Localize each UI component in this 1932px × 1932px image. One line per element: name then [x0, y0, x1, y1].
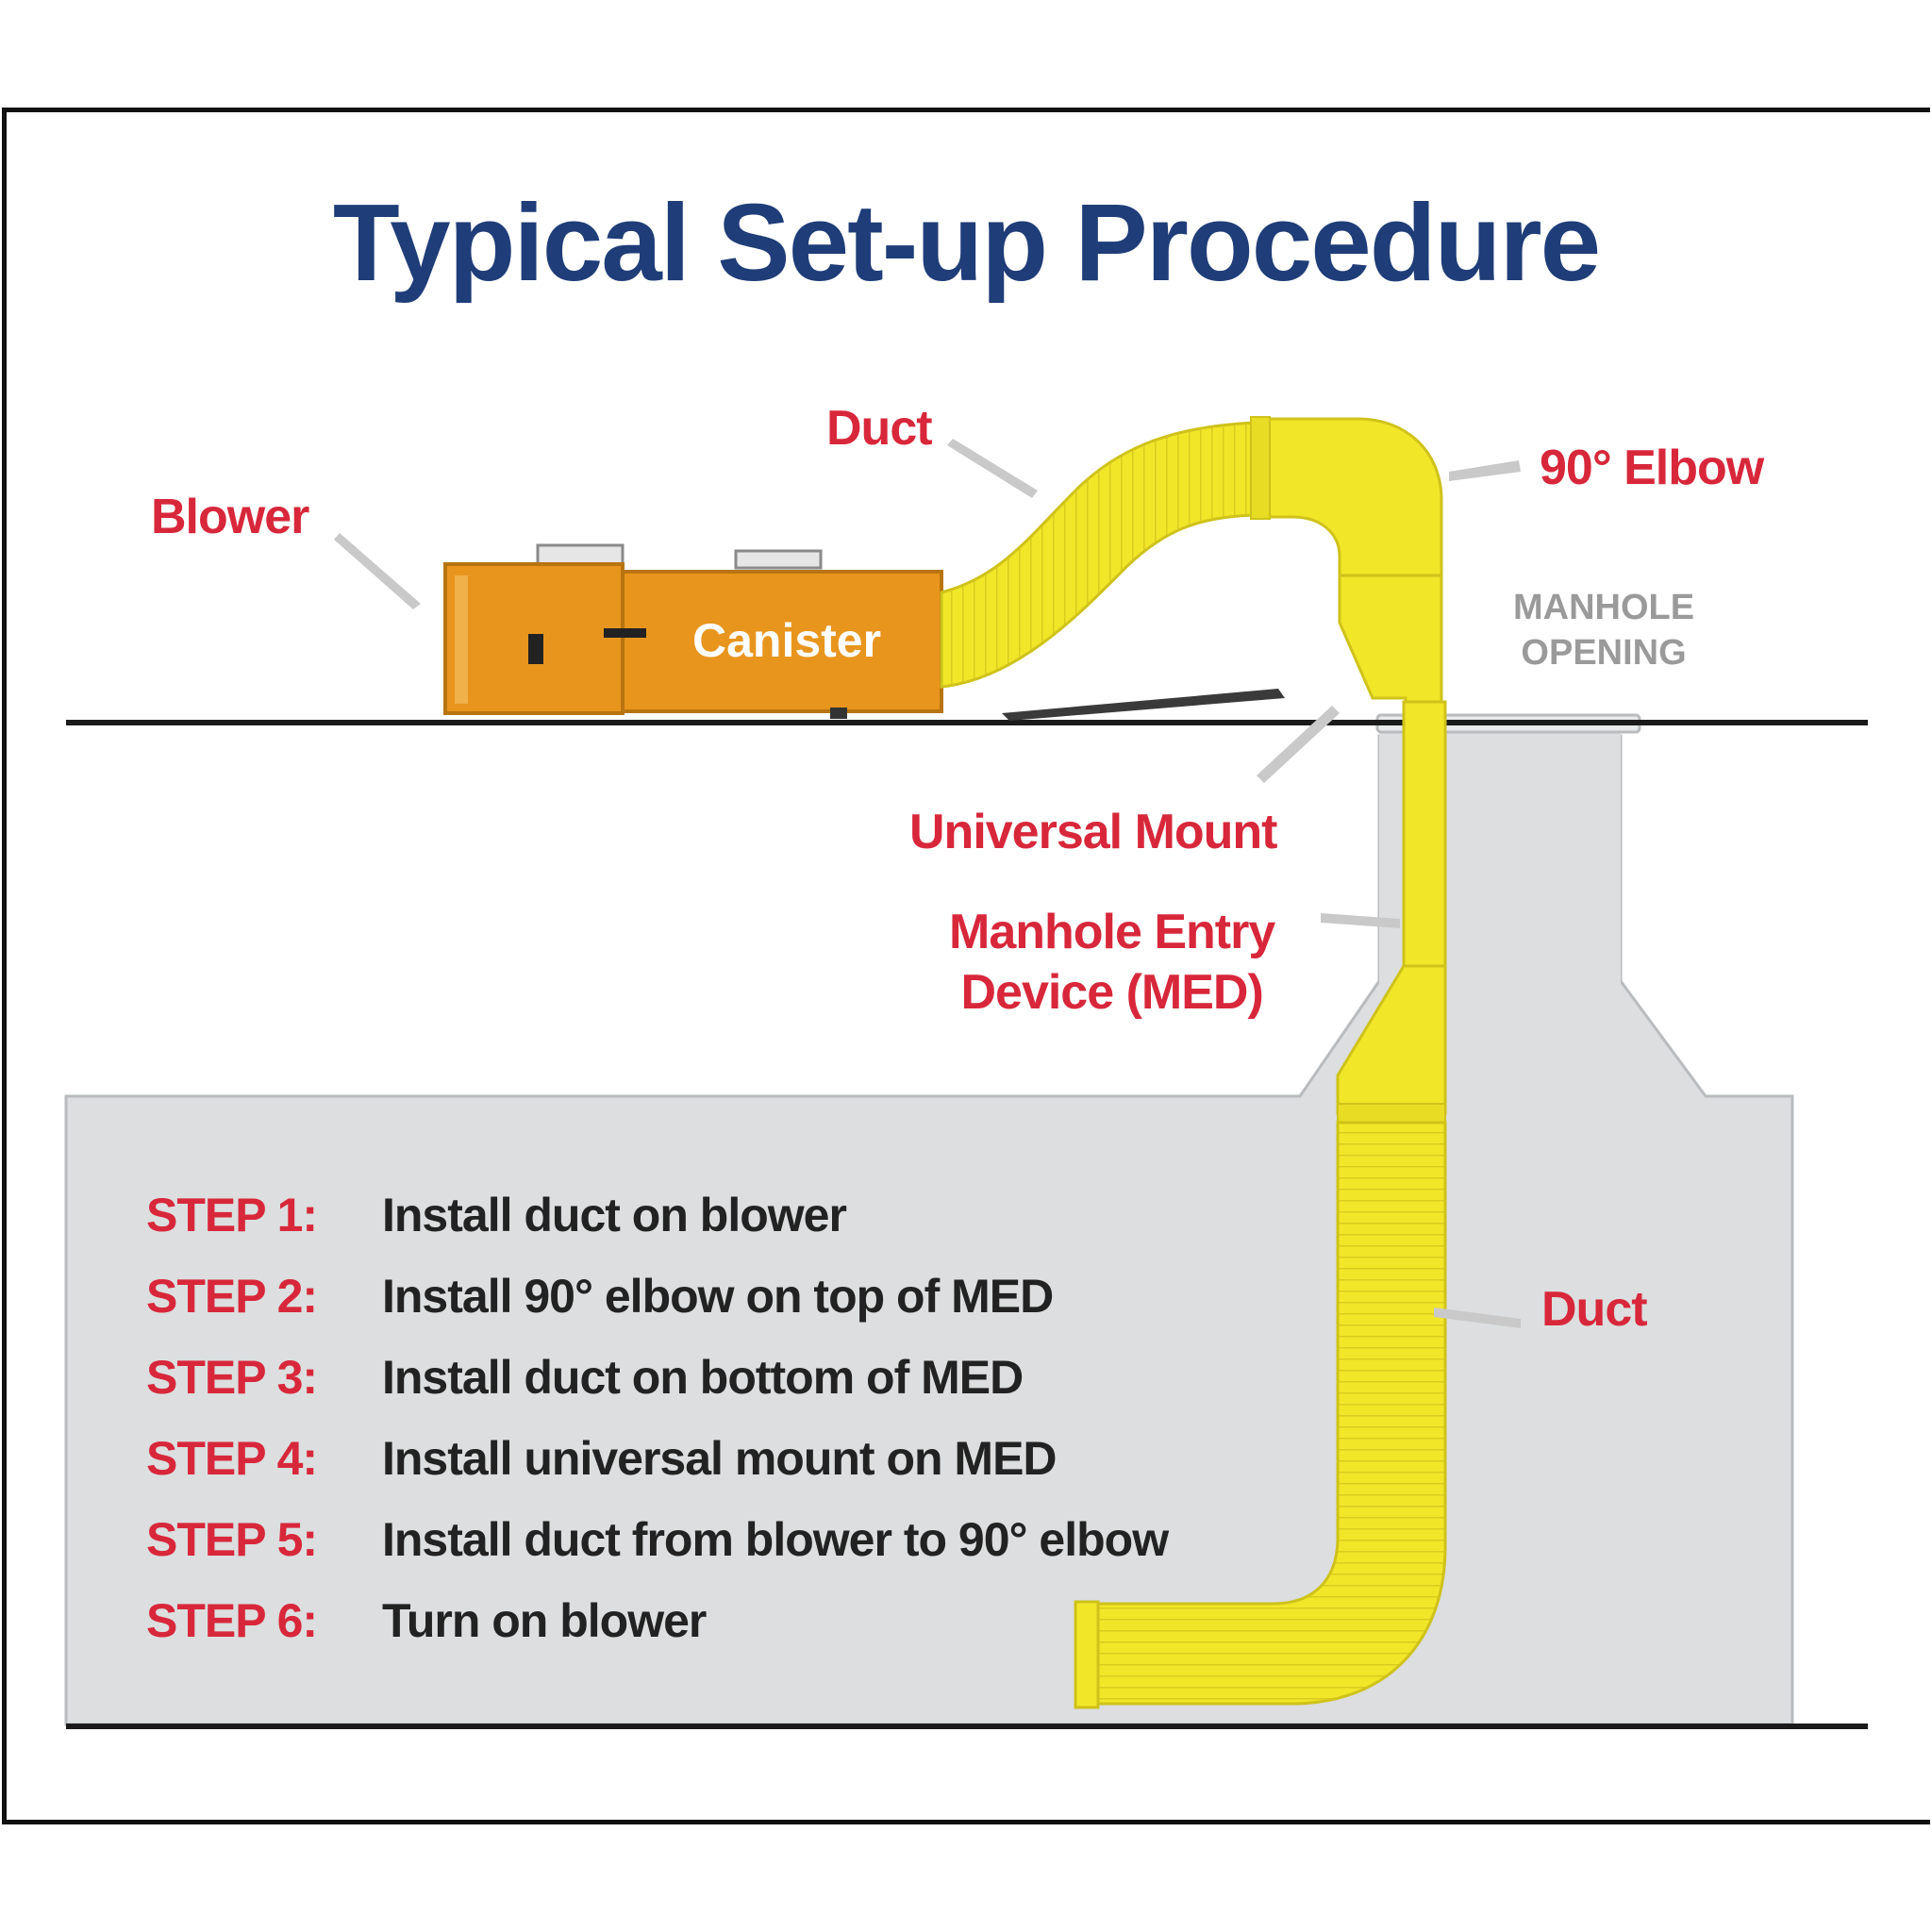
step-text: Turn on blower — [382, 1594, 707, 1647]
med-body — [1402, 700, 1447, 968]
pointer-arrows — [334, 439, 1521, 1328]
arrow-elbow — [1449, 460, 1521, 481]
lower-duct-end — [1074, 1600, 1100, 1709]
label-med-line1: Manhole Entry — [949, 905, 1275, 959]
universal-mount-bar — [1002, 689, 1285, 721]
med-bottom-collar — [1337, 1103, 1446, 1124]
step-number: STEP 2: — [146, 1270, 318, 1323]
label-duct-bottom: Duct — [1541, 1282, 1648, 1337]
med-top-funnel — [1338, 574, 1443, 719]
step-row: STEP 4: Install universal mount on MED — [146, 1418, 1168, 1499]
elbow — [1253, 417, 1443, 577]
step-text: Install duct on bottom of MED — [382, 1351, 1024, 1404]
step-row: STEP 6: Turn on blower — [146, 1580, 1168, 1661]
step-row: STEP 2: Install 90° elbow on top of MED — [146, 1256, 1168, 1337]
step-row: STEP 3: Install duct on bottom of MED — [146, 1337, 1168, 1418]
arrow-universal-mount — [1257, 706, 1340, 783]
step-text: Install duct on blower — [382, 1189, 847, 1241]
step-row: STEP 5: Install duct from blower to 90° … — [146, 1499, 1169, 1580]
label-elbow: 90° Elbow — [1540, 441, 1764, 495]
label-manhole-opening-line1: MANHOLE — [1513, 588, 1695, 627]
blower-canister-unit — [443, 543, 943, 719]
diagram-title: Typical Set-up Procedure — [332, 181, 1601, 304]
elbow-collar — [1250, 416, 1271, 520]
arrow-duct-bottom — [1434, 1307, 1521, 1328]
step-number: STEP 1: — [146, 1189, 318, 1241]
label-blower: Blower — [151, 490, 309, 544]
step-row: STEP 1: Install duct on blower — [146, 1174, 1168, 1256]
lower-duct — [1079, 1121, 1447, 1706]
label-universal-mount: Universal Mount — [909, 805, 1277, 859]
label-manhole-opening-line2: OPENING — [1521, 633, 1687, 673]
label-canister: Canister — [692, 614, 882, 667]
step-number: STEP 4: — [146, 1432, 318, 1485]
arrow-med — [1321, 913, 1400, 928]
step-text: Install universal mount on MED — [382, 1432, 1058, 1485]
step-text: Install duct from blower to 90° elbow — [382, 1513, 1169, 1566]
label-duct-top: Duct — [826, 401, 933, 456]
step-number: STEP 5: — [146, 1513, 318, 1566]
label-manhole-opening: MANHOLE OPENING — [1513, 585, 1694, 675]
step-text: Install 90° elbow on top of MED — [382, 1270, 1054, 1323]
steps-list: STEP 1: Install duct on blower STEP 2: I… — [146, 1174, 1169, 1661]
arrow-blower — [334, 533, 421, 609]
label-med-line2: Device (MED) — [960, 965, 1263, 1020]
step-number: STEP 6: — [146, 1594, 318, 1647]
step-number: STEP 3: — [146, 1351, 318, 1404]
arrow-duct-top — [947, 439, 1038, 498]
label-med: Manhole Entry Device (MED) — [949, 902, 1275, 1023]
